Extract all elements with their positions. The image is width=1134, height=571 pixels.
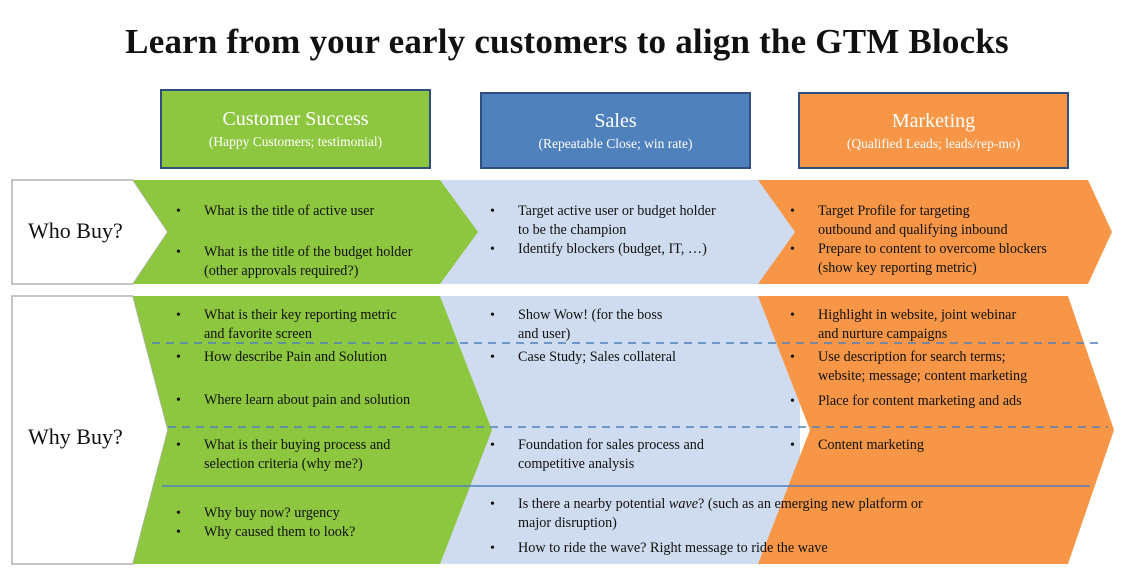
list-item: Foundation for sales process andcompetit…	[488, 436, 704, 474]
list-item: Case Study; Sales collateral	[488, 348, 676, 367]
list-item: What is their buying process andselectio…	[174, 436, 390, 474]
header-marketing: Marketing (Qualified Leads; leads/rep-mo…	[798, 92, 1069, 169]
why-buy-sales-list-3: Foundation for sales process andcompetit…	[488, 436, 704, 478]
why-buy-customer-success-list-4: Why buy now? urgency Why caused them to …	[174, 504, 355, 542]
why-buy-sales-list-2: Case Study; Sales collateral	[488, 348, 676, 371]
list-item: Why buy now? urgency	[174, 504, 355, 523]
emphasis-wave: wave	[668, 496, 699, 512]
header-title: Marketing	[891, 109, 976, 132]
list-item: Where learn about pain and solution	[174, 391, 410, 410]
list-item: Why caused them to look?	[174, 523, 355, 542]
why-buy-sales-list-4: Is there a nearby potential wave? (such …	[488, 495, 923, 562]
header-title: Sales	[594, 109, 637, 132]
header-customer-success: Customer Success (Happy Customers; testi…	[160, 89, 431, 169]
list-item: How to ride the wave? Right message to r…	[488, 539, 923, 558]
row-label-who-buy: Who Buy?	[28, 218, 123, 243]
header-subtitle: (Happy Customers; testimonial)	[208, 134, 383, 149]
why-buy-marketing-list-3: Content marketing	[788, 436, 924, 459]
header-subtitle: (Repeatable Close; win rate)	[538, 135, 693, 151]
list-item: Prepare to content to overcome blockers(…	[788, 240, 1047, 278]
why-buy-marketing-list-2: Use description for search terms;website…	[788, 348, 1027, 411]
list-item: What is the title of active user	[174, 202, 412, 221]
list-item: Use description for search terms;website…	[788, 348, 1027, 386]
why-buy-customer-success-list-2: How describe Pain and Solution Where lea…	[174, 348, 410, 414]
list-item: How describe Pain and Solution	[174, 348, 410, 367]
list-item: What is the title of the budget holder(o…	[174, 243, 412, 281]
list-item: Identify blockers (budget, IT, …)	[488, 240, 716, 259]
header-sales: Sales (Repeatable Close; win rate)	[480, 92, 751, 169]
header-title: Customer Success	[222, 108, 369, 130]
who-buy-customer-success-list: What is the title of active user What is…	[174, 202, 412, 285]
page-title: Learn from your early customers to align…	[125, 22, 1009, 61]
list-item: Is there a nearby potential wave? (such …	[488, 495, 923, 533]
header-subtitle: (Qualified Leads; leads/rep-mo)	[846, 135, 1021, 151]
list-item: Place for content marketing and ads	[788, 392, 1027, 411]
row-label-why-buy: Why Buy?	[28, 424, 123, 449]
list-item: Content marketing	[788, 436, 924, 455]
why-buy-customer-success-list-3: What is their buying process andselectio…	[174, 436, 390, 478]
